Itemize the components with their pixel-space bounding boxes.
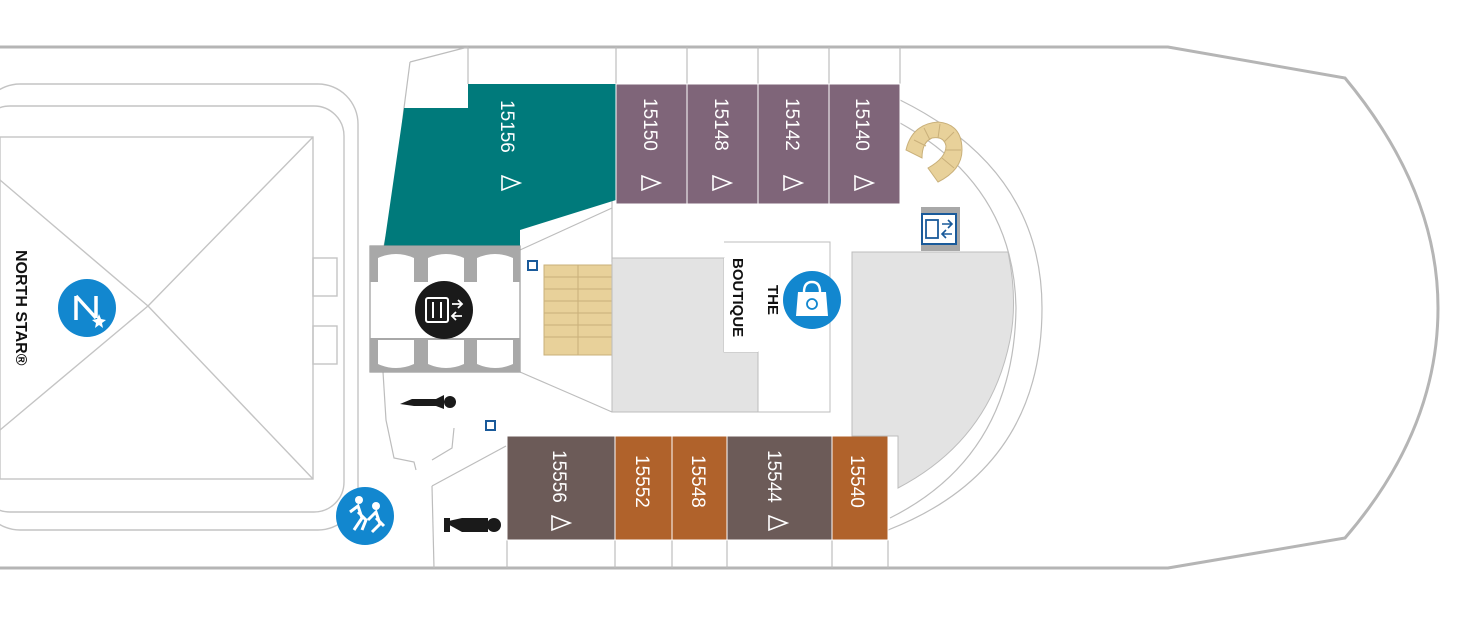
svg-text:15156: 15156	[496, 100, 517, 153]
north-star-label: NORTH STAR®	[12, 250, 29, 366]
boutique-label-line2: BOUTIQUE	[729, 258, 746, 337]
spiral-stairs-icon	[905, 121, 963, 183]
north-star-icon[interactable]	[58, 279, 116, 337]
womens-restroom-icon	[400, 395, 456, 409]
elevator-icon[interactable]	[415, 281, 473, 339]
accessible-triangle-icon	[712, 174, 734, 192]
accessible-triangle-icon	[783, 174, 805, 192]
svg-text:15552: 15552	[631, 455, 652, 508]
info-marker	[485, 420, 496, 431]
cabin-15142[interactable]: 15142	[757, 83, 830, 205]
cabin-15548[interactable]: 15548	[671, 435, 728, 541]
cabin-15148[interactable]: 15148	[686, 83, 759, 205]
accessible-triangle-icon	[641, 174, 663, 192]
svg-text:15548: 15548	[687, 455, 708, 508]
accessible-triangle-icon	[551, 514, 573, 532]
svg-text:15150: 15150	[639, 98, 660, 151]
svg-text:15148: 15148	[710, 98, 731, 151]
svg-text:15140: 15140	[851, 98, 872, 151]
cabin-15156[interactable]: 15156	[384, 84, 616, 246]
north-star-venue[interactable]	[0, 83, 359, 531]
cabin-15540[interactable]: 15540	[831, 435, 889, 541]
mens-restroom-icon	[444, 518, 501, 532]
aft-lounge[interactable]	[851, 251, 1015, 489]
cabin-15544[interactable]: 15544	[726, 435, 833, 541]
accessible-triangle-icon	[501, 174, 523, 192]
corridor-walls	[382, 46, 1043, 569]
svg-text:15540: 15540	[846, 455, 867, 508]
cabin-15552[interactable]: 15552	[614, 435, 673, 541]
cabin-15150[interactable]: 15150	[615, 83, 688, 205]
cabin-15140[interactable]: 15140	[828, 83, 901, 205]
boutique-venue[interactable]	[611, 241, 831, 413]
boutique-label-line1: THE	[764, 285, 781, 315]
info-marker	[527, 260, 538, 271]
svg-text:15544: 15544	[763, 450, 784, 503]
boutique-shopping-icon[interactable]	[783, 271, 841, 329]
hull-outline	[0, 45, 1440, 570]
cabin-15556[interactable]: 15556	[506, 435, 616, 541]
accessible-triangle-icon	[854, 174, 876, 192]
main-staircase	[543, 264, 613, 356]
accessible-triangle-icon	[768, 514, 790, 532]
kids-play-icon[interactable]	[336, 487, 394, 545]
service-elevator-icon[interactable]	[921, 207, 960, 251]
svg-text:15556: 15556	[548, 450, 569, 503]
svg-text:15142: 15142	[781, 98, 802, 151]
